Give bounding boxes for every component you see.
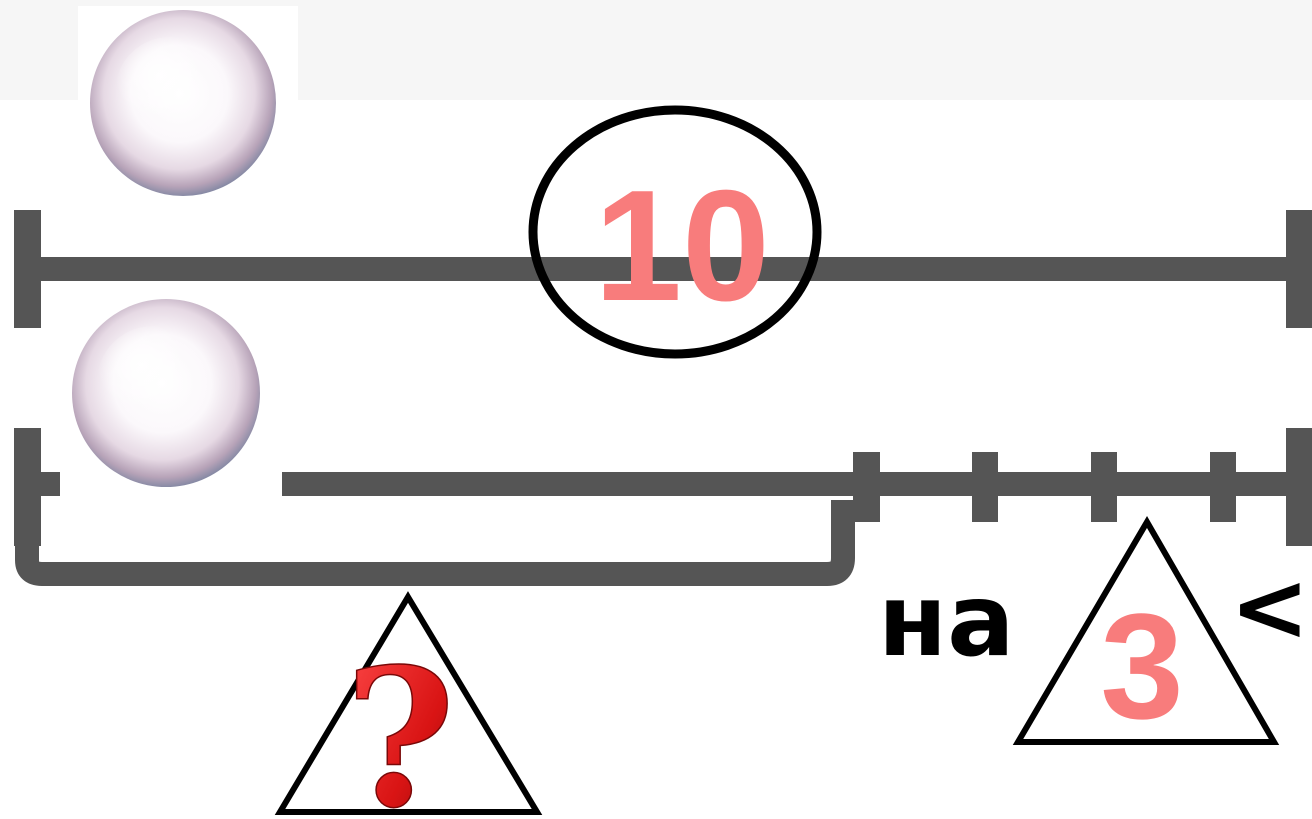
bottom-segment-tick-1 xyxy=(972,452,998,522)
unknown-value-triangle: ? xyxy=(274,591,543,819)
less-than-sign: < xyxy=(1230,553,1310,663)
total-value-number: 10 xyxy=(594,158,770,334)
top-segment xyxy=(14,210,1312,328)
pearl-icon xyxy=(78,6,298,202)
comparison-word: на xyxy=(878,562,1015,679)
bottom-segment-divider-tick xyxy=(853,452,880,522)
top-segment-line xyxy=(14,257,1312,281)
total-value-circle xyxy=(528,105,822,359)
bottom-segment-tick-2 xyxy=(1091,452,1117,522)
bottom-brace xyxy=(15,500,855,586)
question-mark-icon: ? xyxy=(344,627,455,819)
difference-triangle: 3 xyxy=(1012,516,1280,750)
difference-value-number: 3 xyxy=(1100,582,1183,750)
bottom-segment-tick-3 xyxy=(1210,452,1236,522)
pearl-icon xyxy=(60,298,282,498)
